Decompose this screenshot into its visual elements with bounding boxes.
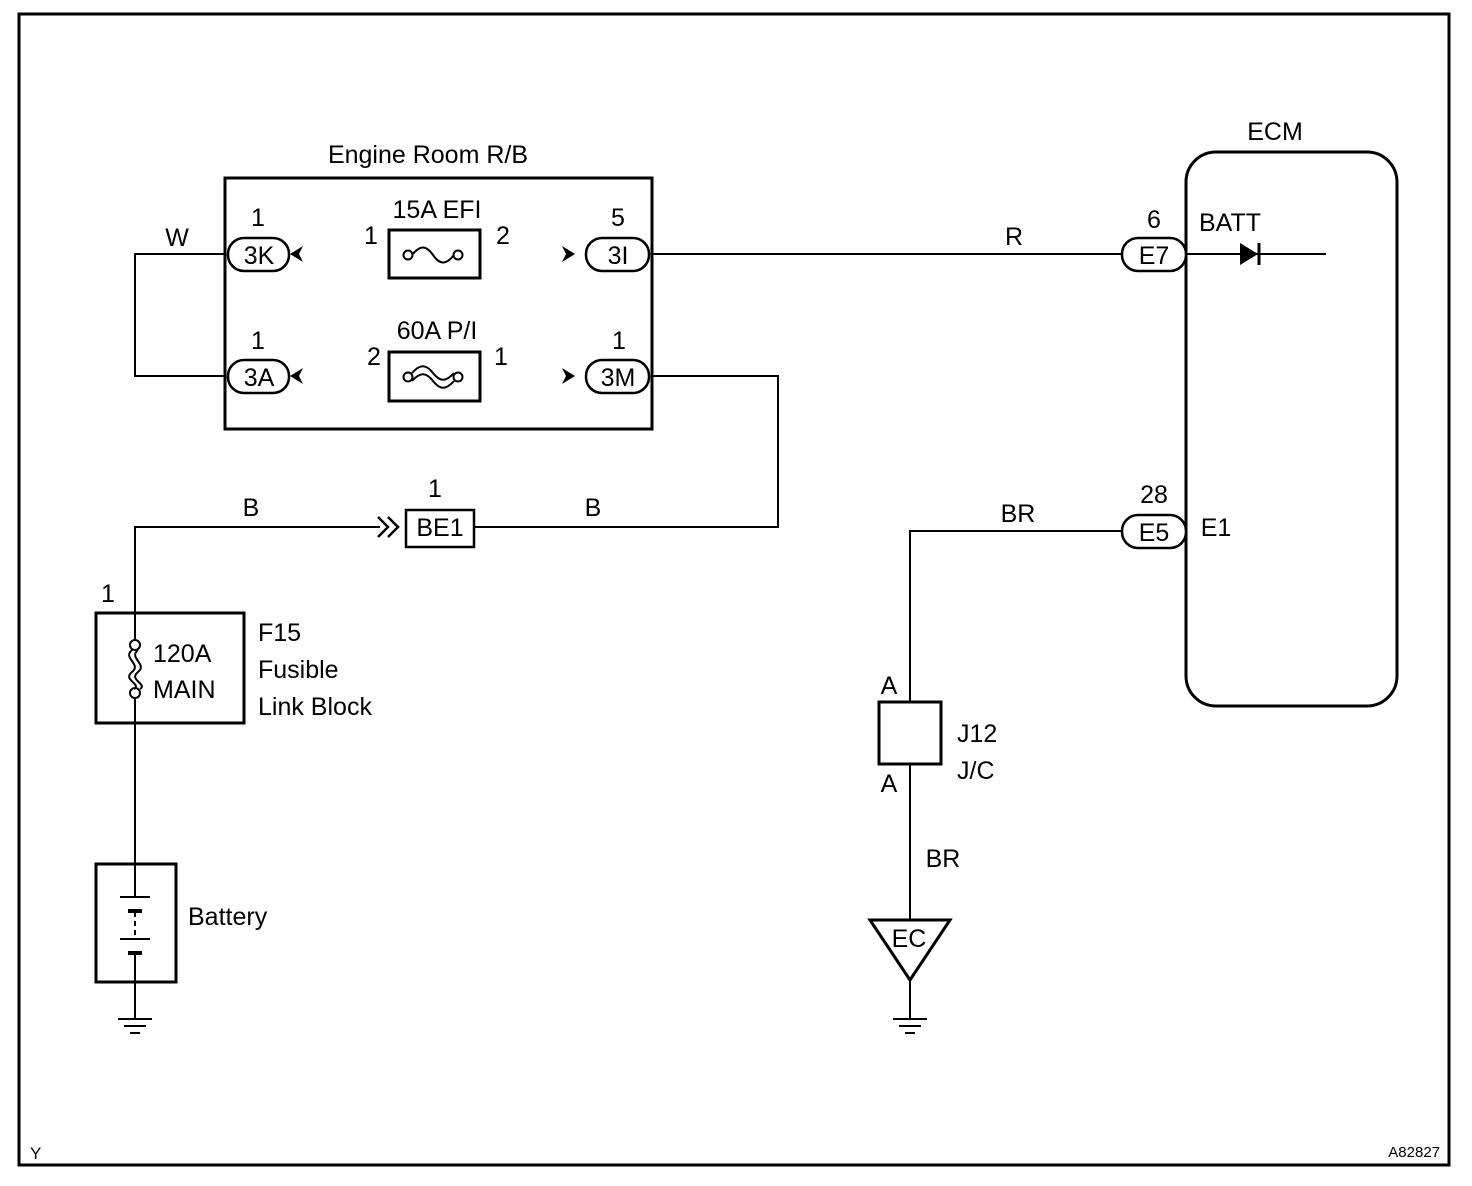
- connector-3i-arrow: [562, 246, 575, 262]
- fuse-pi-pin-right: 1: [494, 343, 508, 371]
- connector-e7: 6 E7: [1120, 206, 1188, 273]
- connector-3m-pin: 1: [612, 327, 626, 355]
- wire-label-br-bottom: BR: [926, 845, 961, 873]
- connector-e5: 28 E5: [1120, 481, 1188, 550]
- fuse-efi-terminal-left: [402, 249, 414, 261]
- fuse-15a-efi: 15A EFI 1 2: [364, 196, 510, 280]
- junction-connector-j12: A A J12 J/C: [877, 672, 997, 798]
- fusible-link-outline: [94, 611, 246, 725]
- engine-room-relay-block: Engine Room R/B 15A EFI 1 2 60A P/I 2 1 …: [223, 141, 654, 431]
- connector-3k-body: [226, 236, 291, 273]
- connector-3i-body: [584, 236, 651, 273]
- ground-icon-battery: [118, 1018, 152, 1034]
- fuse-pi-terminal-left: [402, 371, 414, 383]
- wire-br-e5-jc: [909, 530, 1122, 702]
- connector-e7-pin: 6: [1147, 206, 1161, 234]
- fusible-link-code: F15: [258, 619, 301, 647]
- diagram-frame: [17, 12, 1451, 1167]
- ecm-outline: [1184, 150, 1399, 708]
- fusible-link-rating: 120A: [153, 640, 212, 668]
- connector-be1-pin: 1: [428, 475, 442, 503]
- ecm-title: ECM: [1247, 118, 1303, 146]
- fuse-pi-pin-left: 2: [367, 343, 381, 371]
- relay-block-title: Engine Room R/B: [328, 141, 528, 169]
- junction-type: J/C: [957, 757, 995, 785]
- connector-3i-pin: 5: [611, 204, 625, 232]
- wire-w-loop: [134, 253, 227, 377]
- junction-body: [877, 700, 943, 766]
- connector-3a: 1 3A: [226, 327, 303, 395]
- connector-be1-label: BE1: [416, 514, 463, 542]
- connector-3i-label: 3I: [608, 242, 629, 270]
- footer-figure-id: A82827: [1388, 1144, 1440, 1161]
- connector-e5-pin: 28: [1140, 481, 1168, 509]
- connector-3k: 1 3K: [226, 204, 303, 273]
- ground-icon-ec: [893, 1018, 927, 1034]
- fuse-efi-pin-left: 1: [364, 222, 378, 250]
- connector-be1: 1 BE1: [377, 475, 476, 549]
- ground-point-triangle: [867, 918, 953, 983]
- connector-3m-body: [584, 358, 651, 395]
- connector-3m-arrow: [562, 368, 575, 384]
- wire-b-be1-fuse: [134, 526, 380, 612]
- fusible-link-element: [128, 649, 137, 690]
- wire-b-3m-be1: [474, 375, 779, 528]
- connector-3k-pin: 1: [251, 204, 265, 232]
- wire-label-b-left: B: [243, 494, 260, 522]
- connector-3a-body: [226, 358, 291, 395]
- fuse-60a-pi: 60A P/I 2 1: [367, 317, 508, 403]
- connector-e5-body: [1120, 513, 1188, 550]
- connector-3m: 1 3M: [562, 327, 651, 395]
- fuse-efi-pin-right: 2: [496, 222, 510, 250]
- connector-e7-label: E7: [1139, 242, 1170, 270]
- fuse-pi-element: [411, 365, 455, 381]
- wire-label-b-right: B: [585, 494, 602, 522]
- fusible-link-desc-2: Link Block: [258, 693, 372, 721]
- battery-label: Battery: [188, 903, 268, 931]
- footer-left-code: Y: [30, 1144, 41, 1163]
- fusible-link-desc-1: Fusible: [258, 656, 339, 684]
- wire-label-r: R: [1005, 223, 1023, 251]
- connector-be1-arrow-1: [377, 516, 390, 538]
- fuse-efi-label: 15A EFI: [393, 196, 482, 224]
- ecm-ground-terminal: E1: [1201, 514, 1232, 542]
- junction-pin-top: A: [881, 672, 898, 700]
- diode-icon: [1240, 243, 1261, 265]
- fuse-efi-terminal-right: [452, 249, 464, 261]
- connector-3i: 5 3I: [562, 204, 651, 273]
- fusible-link-name: MAIN: [153, 676, 216, 704]
- junction-pin-bottom: A: [881, 770, 898, 798]
- ground-point-code: EC: [892, 925, 927, 953]
- fusible-link-terminal-top: [129, 639, 141, 651]
- fuse-pi-element-2: [411, 373, 455, 389]
- connector-be1-arrow-2: [387, 516, 400, 538]
- fusible-link-element-2: [134, 649, 143, 690]
- connector-3a-pin: 1: [251, 327, 265, 355]
- connector-3k-arrow: [290, 246, 303, 262]
- wire-label-br-top: BR: [1001, 500, 1036, 528]
- connector-3a-label: 3A: [244, 364, 275, 392]
- ecm: ECM BATT E1 6 E7 28 E5: [1120, 118, 1399, 708]
- junction-code: J12: [957, 720, 997, 748]
- wire-label-w: W: [165, 224, 189, 252]
- connector-e7-body: [1120, 236, 1188, 273]
- connector-3a-arrow: [290, 368, 303, 384]
- connector-be1-body: [404, 508, 476, 549]
- fuse-pi-label: 60A P/I: [397, 317, 478, 345]
- fusible-link-block: 1 120A MAIN F15 Fusible Link Block: [94, 580, 372, 725]
- battery: Battery: [94, 862, 268, 984]
- fusible-link-pin: 1: [101, 580, 115, 608]
- connector-3k-label: 3K: [244, 242, 275, 270]
- connector-e5-label: E5: [1139, 519, 1170, 547]
- ecm-batt-terminal: BATT: [1199, 209, 1261, 237]
- fuse-pi-terminal-right: [452, 371, 464, 383]
- fuse-efi-element: [411, 246, 455, 264]
- ground-point-ec: EC: [867, 918, 953, 983]
- connector-3m-label: 3M: [601, 364, 636, 392]
